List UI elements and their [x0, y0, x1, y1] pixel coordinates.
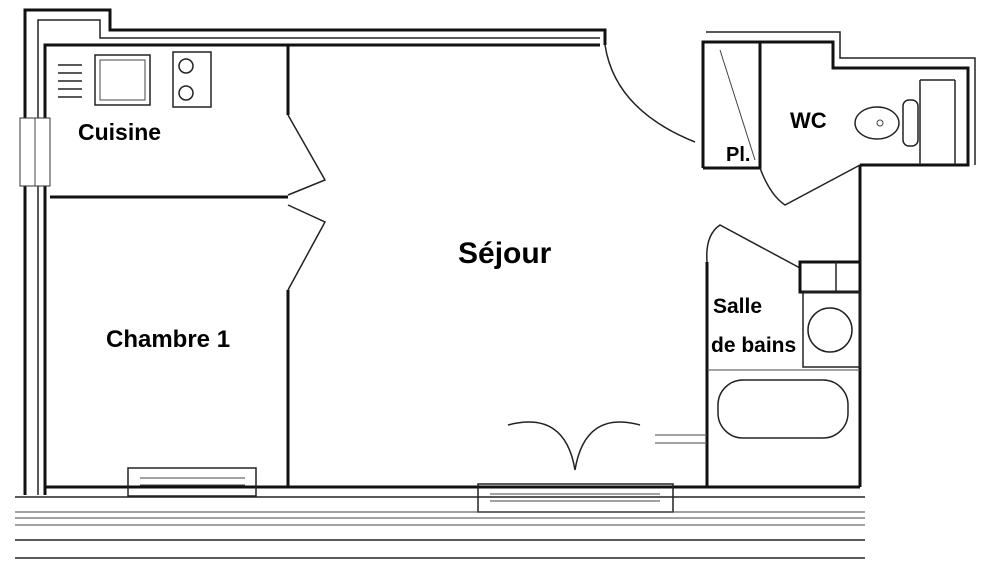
bedroom-window [127, 467, 257, 497]
room-label-sejour: Séjour [458, 237, 552, 270]
room-label-salle-de-bains-1: Salle [713, 295, 762, 318]
sink-icon [94, 54, 151, 106]
room-label-placard: Pl. [726, 144, 750, 166]
bathroom-fixtures [707, 260, 862, 439]
kitchen-window [19, 117, 51, 187]
stove-icon [172, 51, 212, 108]
toilet-icon [854, 99, 919, 147]
room-label-chambre-1: Chambre 1 [106, 326, 230, 353]
bathtub-icon [717, 379, 849, 439]
balcony [15, 496, 865, 559]
room-label-cuisine: Cuisine [78, 119, 161, 145]
vent-icon [58, 64, 82, 98]
doors [287, 44, 861, 471]
room-label-wc: WC [790, 108, 827, 133]
kitchen-fixtures [58, 51, 212, 108]
room-label-salle-de-bains-2: de bains [711, 334, 796, 357]
washbasin-icon [807, 307, 853, 353]
